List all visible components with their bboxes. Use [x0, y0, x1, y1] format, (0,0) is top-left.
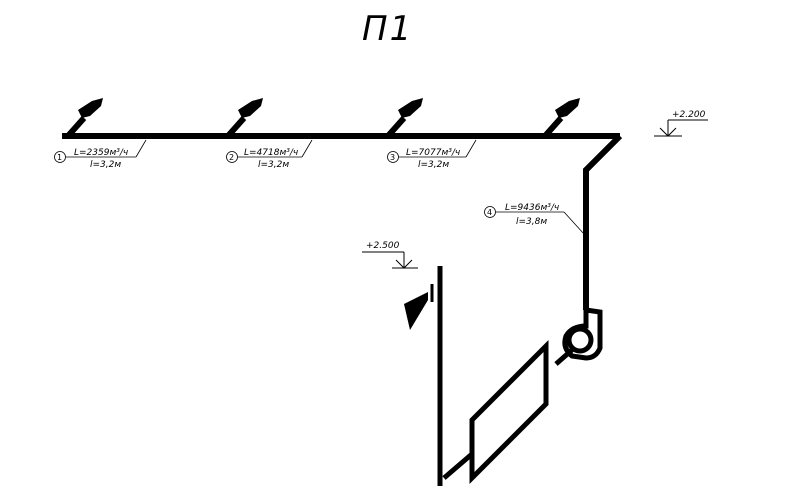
section-4-length: l=3,8м	[516, 217, 547, 227]
diffuser-1	[65, 98, 103, 138]
system-title: П1	[362, 9, 413, 49]
air-handling-unit	[469, 339, 549, 485]
section-2-callout	[226, 139, 313, 163]
diffuser-4	[542, 98, 580, 138]
diffuser-3	[385, 98, 423, 138]
fan	[554, 307, 603, 366]
section-4-flow: L=9436м³/ч	[505, 203, 559, 213]
section-2-length: l=3,2м	[258, 160, 289, 170]
section-1-callout	[54, 139, 147, 163]
section-1-number: 1	[57, 153, 62, 162]
level-mark-intake	[362, 251, 418, 269]
diffuser-2	[225, 98, 263, 138]
main-duct	[62, 133, 623, 310]
section-4-callout	[484, 206, 585, 235]
section-3-flow: L=7077м³/ч	[406, 148, 460, 158]
level-label-main: +2.200	[672, 110, 706, 120]
level-mark-main	[654, 119, 708, 137]
section-1-length: l=3,2м	[90, 160, 121, 170]
section-1-flow: L=2359м³/ч	[74, 148, 128, 158]
intake-grille	[404, 284, 434, 330]
section-3-number: 3	[390, 153, 395, 162]
intake-duct	[437, 266, 474, 486]
section-2-number: 2	[229, 153, 234, 162]
section-3-length: l=3,2м	[418, 160, 449, 170]
section-3-callout	[387, 139, 477, 163]
section-4-number: 4	[487, 208, 492, 217]
level-label-intake: +2.500	[366, 241, 400, 251]
section-2-flow: L=4718м³/ч	[244, 148, 298, 158]
